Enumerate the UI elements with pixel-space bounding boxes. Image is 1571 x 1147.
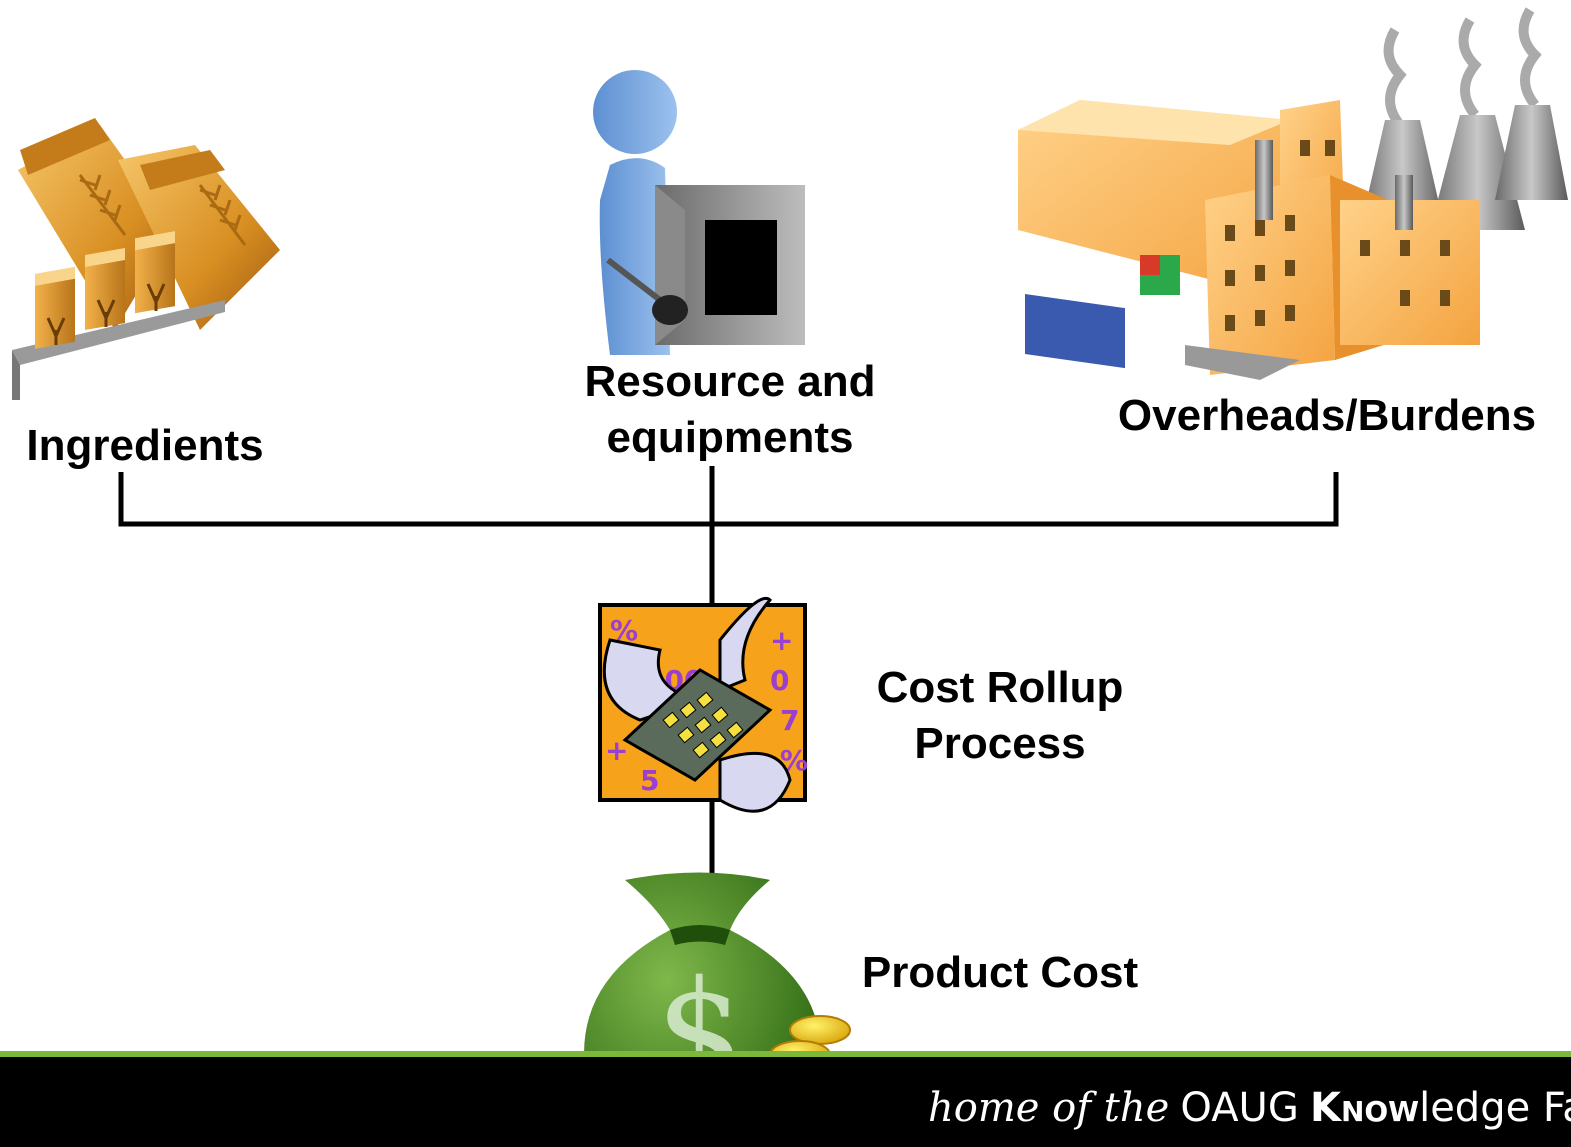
overheads-label: Overheads/Burdens bbox=[1117, 391, 1537, 440]
footer-tagline: home of the OAUG Knowledge Fact bbox=[928, 1078, 1571, 1138]
svg-text:0: 0 bbox=[770, 664, 789, 697]
resource-label-line1: Resource and bbox=[584, 357, 876, 406]
rollup-label-line2: Process bbox=[914, 719, 1086, 768]
ingredients-label: Ingredients bbox=[26, 421, 264, 470]
resource-equipment-label: Resource and equipments bbox=[540, 354, 920, 466]
cost-rollup-label: Cost Rollup Process bbox=[830, 660, 1170, 772]
svg-text:5: 5 bbox=[640, 764, 659, 797]
footer-rest: ledge Fact bbox=[1419, 1085, 1571, 1131]
svg-text:+: + bbox=[605, 734, 628, 767]
footer-prefix: home of the bbox=[928, 1085, 1170, 1131]
footer-band bbox=[0, 1051, 1571, 1147]
product-cost-label: Product Cost bbox=[861, 948, 1139, 997]
footer-brand: OAUG bbox=[1180, 1085, 1299, 1131]
footer-know: Know bbox=[1309, 1085, 1420, 1131]
resource-label-line2: equipments bbox=[606, 413, 854, 462]
rollup-label-line1: Cost Rollup bbox=[876, 663, 1124, 712]
svg-text:7: 7 bbox=[780, 704, 799, 737]
input-bracket-line bbox=[118, 472, 1339, 527]
svg-text:+: + bbox=[770, 624, 793, 657]
